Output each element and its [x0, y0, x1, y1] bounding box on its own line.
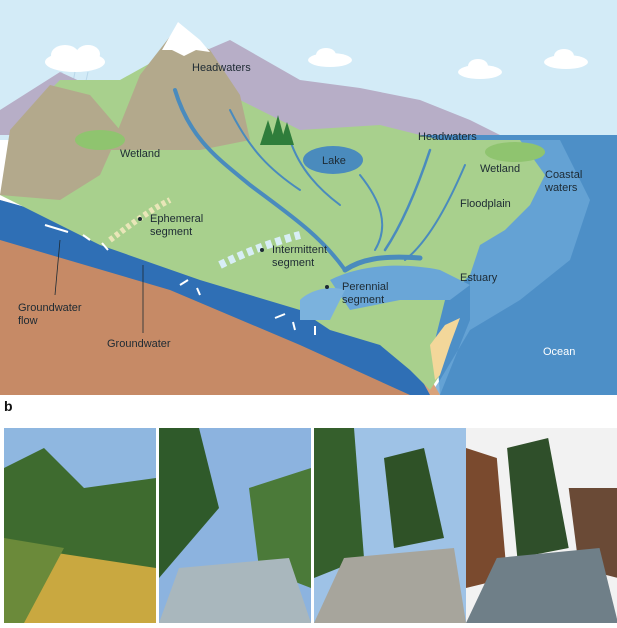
label-perennial-2: segment: [342, 294, 384, 306]
label-floodplain: Floodplain: [460, 198, 511, 210]
panel-a-diagram: Headwaters Wetland Lake Headwaters Wetla…: [0, 0, 617, 395]
panel-b-label: b: [4, 398, 13, 414]
snow-cap: [162, 22, 210, 56]
cloud-icon-3: [458, 59, 502, 79]
stream-photo-2: [159, 428, 311, 623]
label-wetland-left: Wetland: [120, 148, 160, 160]
intermittent-marker: [260, 248, 264, 252]
mountain-left: [0, 85, 120, 200]
lake: [303, 146, 363, 174]
groundwater-arrows: [44, 224, 316, 335]
perennial-pool: [300, 288, 345, 320]
stream-photo-4: [466, 428, 617, 623]
ephemeral-marker: [138, 217, 142, 221]
cloud-icon-4: [544, 49, 588, 69]
label-lake: Lake: [322, 155, 346, 167]
label-groundwater: Groundwater: [107, 338, 171, 350]
cloud-icon-2: [308, 48, 352, 67]
label-perennial-1: Perennial: [342, 281, 388, 293]
label-headwaters-right: Headwaters: [418, 131, 477, 143]
cloud-icon: [45, 45, 105, 72]
stream-photo-3: [314, 428, 466, 623]
stream-photo-1: [4, 428, 156, 623]
estuary: [330, 265, 470, 310]
groundwater-flow-leader: [54, 239, 61, 296]
wetland-left-area: [75, 130, 125, 150]
wetland-right-area: [485, 142, 545, 162]
label-estuary: Estuary: [460, 272, 498, 284]
mountain-center: [110, 30, 250, 150]
label-ocean: Ocean: [543, 346, 575, 358]
label-ephemeral-1: Ephemeral: [150, 213, 203, 225]
label-groundwater-flow-2: flow: [18, 315, 38, 327]
label-wetland-right: Wetland: [480, 163, 520, 175]
label-coastal-waters-2: waters: [544, 182, 578, 194]
label-ephemeral-2: segment: [150, 226, 192, 238]
label-intermittent-2: segment: [272, 257, 314, 269]
label-groundwater-flow-1: Groundwater: [18, 302, 82, 314]
label-coastal-waters-1: Coastal: [545, 169, 582, 181]
river-network: [173, 88, 466, 273]
label-headwaters-top: Headwaters: [192, 62, 251, 74]
tree-cluster-icon: [260, 115, 294, 145]
perennial-marker: [325, 285, 329, 289]
label-intermittent-1: Intermittent: [272, 244, 327, 256]
beach: [430, 318, 460, 380]
